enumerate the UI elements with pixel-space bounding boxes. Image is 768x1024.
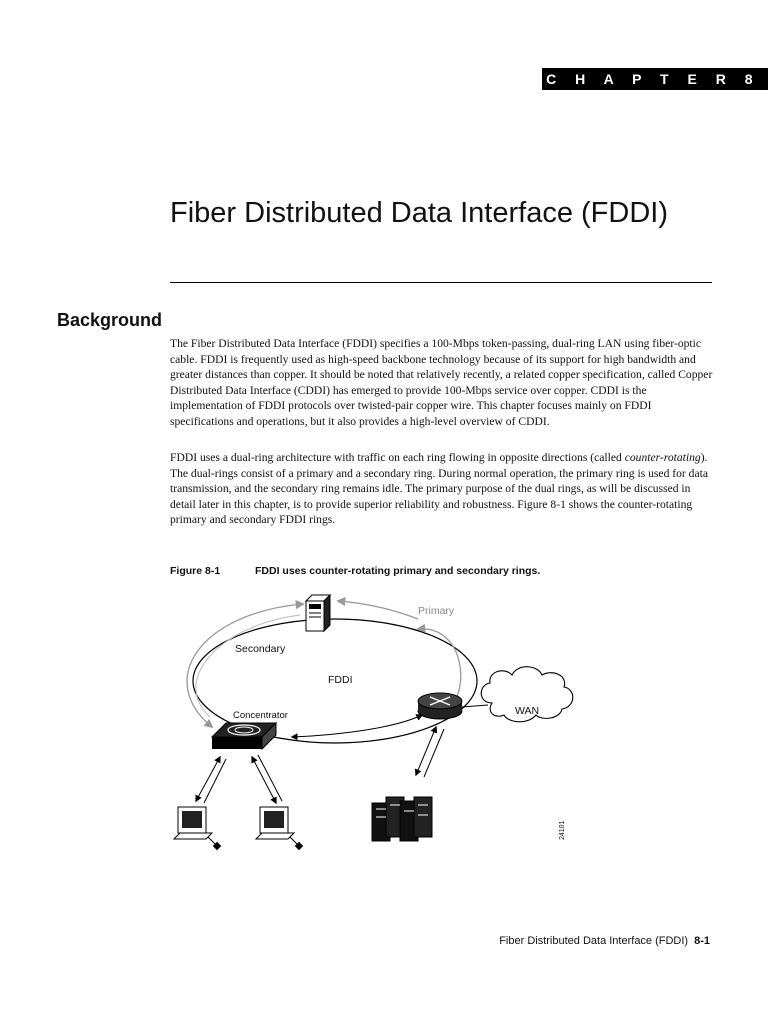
fddi-label: FDDI [328, 674, 353, 686]
wan-label: WAN [515, 705, 539, 717]
section-heading: Background [57, 310, 163, 330]
primary-label: Primary [418, 605, 455, 617]
paragraph-2-text-b: ). The dual-rings consist of a primary a… [170, 451, 708, 526]
storage-array-icon [371, 796, 433, 842]
chapter-title: Fiber Distributed Data Interface (FDDI) [170, 197, 668, 229]
paragraph-background-2: FDDI uses a dual-ring architecture with … [170, 450, 715, 528]
link-arrow-ws1 [195, 755, 221, 803]
link-arrow-ws2b [257, 754, 283, 802]
fddi-ring-diagram: Primary Secondary FDDI Concentrator WAN … [172, 593, 574, 851]
figure-id-label: 24101 [559, 820, 566, 840]
paragraph-2-text-a: FDDI uses a dual-ring architecture with … [170, 451, 625, 464]
figure-caption: Figure 8-1 FDDI uses counter-rotating pri… [170, 565, 540, 577]
link-arrow-ws2 [251, 755, 277, 805]
figure-caption-text: FDDI uses counter-rotating primary and s… [255, 565, 541, 577]
paragraph-2-emphasis: counter-rotating [624, 451, 701, 464]
concentrator-label: Concentrator [233, 710, 288, 721]
concentrator-icon [210, 721, 278, 751]
paragraph-background-1: The Fiber Distributed Data Interface (FD… [170, 337, 713, 428]
lower-ring-arc [290, 714, 424, 741]
router-icon [417, 692, 463, 720]
title-divider [170, 282, 712, 283]
workstation-icon [254, 806, 304, 851]
primary-ring-arc-top [336, 597, 419, 620]
server-icon [304, 593, 332, 633]
figure-number: Figure 8-1 [170, 565, 221, 577]
footer-running-title: Fiber Distributed Data Interface (FDDI) [499, 935, 689, 947]
secondary-ring-inner-arc [195, 614, 301, 718]
wan-cloud-icon [461, 666, 574, 723]
chapter-label: C H A P T E R 8 [546, 71, 760, 87]
page-footer: Fiber Distributed Data Interface (FDDI) 8… [499, 935, 710, 947]
secondary-ring-arc [186, 600, 305, 729]
workstation-icon [172, 806, 222, 851]
chapter-label-bar: C H A P T E R 8 [542, 68, 768, 90]
link-arrow-ws1b [203, 758, 227, 804]
link-arrow-storage-b [423, 728, 445, 778]
secondary-label: Secondary [235, 643, 286, 655]
link-arrow-storage [414, 725, 438, 777]
fddi-ring [192, 618, 478, 744]
page-number: 8-1 [694, 935, 710, 947]
